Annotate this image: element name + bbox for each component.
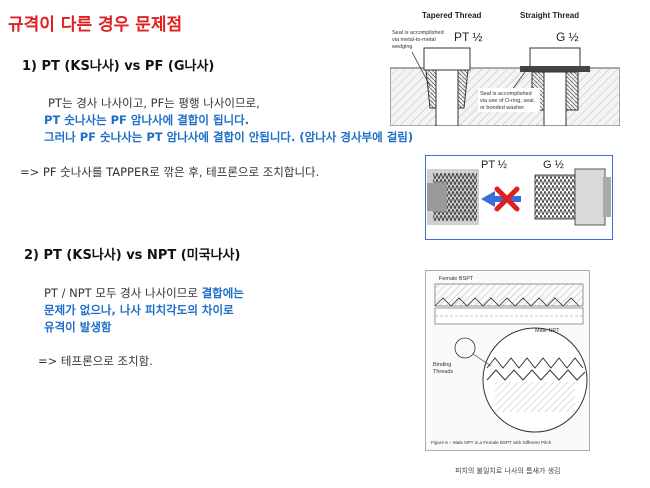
section1-line2: PT 숫나사는 PF 암나사에 결합이 됩니다. bbox=[44, 113, 250, 127]
section2-line4: => 테프론으로 조치함. bbox=[38, 354, 153, 368]
npt-bspt-figure: Female BSPT Male NPT Binding Threads Fig… bbox=[425, 270, 590, 451]
note-left-line2: via metal-to-metal bbox=[392, 37, 436, 43]
note-right-line1: Seal is accomplished bbox=[480, 91, 532, 97]
note-left-line1: Seal is accomplished bbox=[392, 30, 444, 36]
page-title: 규격이 다른 경우 문제점 bbox=[8, 15, 183, 35]
mismatch-figure: PT ½ G ½ bbox=[425, 155, 613, 240]
binding-label-line1: Binding bbox=[433, 362, 451, 368]
section2-line1-blue: 결합에는 bbox=[201, 286, 244, 300]
section1-heading: 1) PT (KS나사) vs PF (G나사) bbox=[22, 59, 215, 74]
straight-thread-label: Straight Thread bbox=[520, 11, 579, 20]
male-npt-label: Male NPT bbox=[535, 328, 560, 334]
fig2-g-label: G ½ bbox=[543, 159, 564, 171]
tapered-thread-label: Tapered Thread bbox=[422, 11, 482, 20]
section2-heading: 2) PT (KS나사) vs NPT (미국나사) bbox=[24, 248, 241, 263]
note-left-line3: wedging bbox=[391, 44, 413, 50]
left-arrow-icon bbox=[481, 191, 521, 207]
section1-line3: 그러나 PF 숫나사는 PT 암나사에 결합이 안됩니다. (암나사 경사부에 … bbox=[44, 130, 414, 144]
section1-line4: => PF 숫나사를 TAPPER로 깎은 후, 테프론으로 조치합니다. bbox=[20, 165, 320, 179]
figure3-footnote: 피치의 불일치로 나사의 틈새가 생김 bbox=[455, 467, 561, 475]
section1-line1: PT는 경사 나사이고, PF는 평행 나사이므로, bbox=[48, 96, 260, 110]
section2-line3: 유격이 발생함 bbox=[44, 320, 112, 334]
female-bspt-label: Female BSPT bbox=[439, 276, 474, 282]
section2-line2: 문제가 없으나, 나사 피치각도의 차이로 bbox=[44, 303, 234, 317]
note-right-line2: via use of O-ring, seal, bbox=[480, 98, 535, 104]
section2-line1-plain: PT / NPT 모두 경사 나사이므로 bbox=[44, 286, 202, 300]
pt-half-label: PT ½ bbox=[454, 30, 482, 44]
thread-comparison-figure: Tapered Thread Straight Thread PT ½ G ½ … bbox=[390, 11, 620, 126]
g-half-label: G ½ bbox=[556, 30, 579, 44]
fig2-pt-label: PT ½ bbox=[481, 159, 507, 171]
binding-label-line2: Threads bbox=[433, 369, 453, 375]
figure3-caption: Figure 6 – Male NPT in a Female BSPT wit… bbox=[431, 440, 552, 445]
section2-line1: PT / NPT 모두 경사 나사이므로 결합에는 bbox=[44, 285, 244, 301]
note-right-line3: or bonded washer bbox=[480, 105, 524, 111]
x-mark-icon bbox=[494, 186, 520, 212]
